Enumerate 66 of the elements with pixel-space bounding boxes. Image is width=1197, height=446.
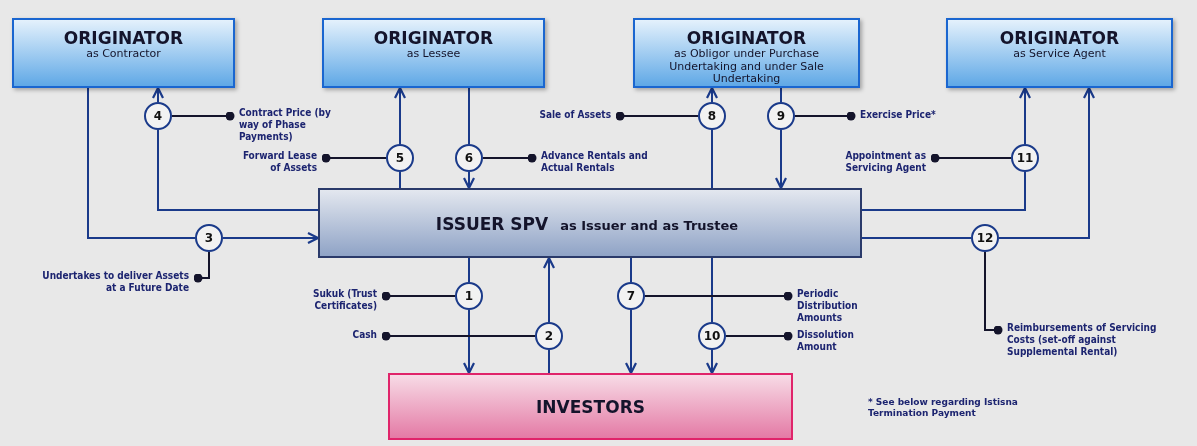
step-number-circle: 9: [767, 102, 795, 130]
investors-box: [388, 373, 793, 440]
step-number-circle: 11: [1011, 144, 1039, 172]
leader-line: [644, 291, 793, 301]
originator-box: [946, 18, 1173, 88]
flow-arrow: [998, 86, 1096, 239]
box-subtitle: as Lessee: [405, 48, 462, 61]
step-number-circle: 1: [455, 282, 483, 310]
flow-arrow: [462, 171, 476, 190]
flow-arrow: [393, 86, 407, 145]
originator-box: [633, 18, 860, 88]
box-heading: ORIGINATOR: [373, 28, 494, 48]
box-heading: ISSUER SPV: [435, 214, 549, 234]
leader-line: [171, 111, 235, 121]
flow-arrow: [774, 129, 788, 190]
leader-line: [615, 111, 699, 121]
step-number-circle: 8: [698, 102, 726, 130]
step-number-circle: 5: [386, 144, 414, 172]
box-heading: ORIGINATOR: [999, 28, 1120, 48]
flow-arrow: [624, 309, 638, 375]
leader-line: [725, 331, 793, 341]
step-number-circle: 7: [617, 282, 645, 310]
issuer-box: [318, 188, 862, 258]
originator-box: [322, 18, 545, 88]
box-subtitle: as Contractor: [85, 48, 162, 61]
leader-line: [794, 111, 856, 121]
box-subtitle: as Obligor under Purchase Undertaking and under Sale Undertaking: [668, 48, 825, 86]
leader-line: [321, 153, 387, 163]
step-number-circle: 12: [971, 224, 999, 252]
flow-label: Contract Price (by way of Phase Payments): [230, 107, 350, 145]
flow-label: Cash: [330, 329, 386, 343]
box-subtitle: as Service Agent: [1012, 48, 1107, 61]
flow-label: Appointment as Servicing Agent: [800, 150, 935, 176]
flow-label: Exercise Price*: [851, 109, 951, 123]
flow-label: Sukuk (Trust Certificates): [290, 288, 386, 314]
box-heading: INVESTORS: [536, 396, 645, 417]
flow-arrow: [705, 349, 719, 375]
flow-label: Periodic Distribution Amounts: [788, 288, 878, 326]
flow-label: Forward Lease of Assets: [240, 150, 326, 176]
step-number-circle: 6: [455, 144, 483, 172]
leader-line: [381, 331, 536, 341]
flow-arrow: [542, 256, 556, 323]
box-subtitle: as Issuer and as Trustee: [559, 219, 740, 234]
flow-arrow: [222, 231, 320, 245]
leader-line: [381, 291, 456, 301]
box-heading: ORIGINATOR: [63, 28, 184, 48]
flow-label: Dissolution Amount: [788, 329, 878, 355]
flow-arrow: [462, 309, 476, 375]
footnote: * See below regarding Istisna Termination Payment: [868, 397, 1019, 419]
flow-arrow: [705, 86, 719, 103]
flow-label: Advance Rentals and Actual Rentals: [532, 150, 662, 176]
leader-line: [193, 251, 210, 283]
step-number-circle: 4: [144, 102, 172, 130]
leader-line: [984, 251, 1003, 335]
step-number-circle: 3: [195, 224, 223, 252]
leader-line: [930, 153, 1012, 163]
originator-box: [12, 18, 235, 88]
step-number-circle: 2: [535, 322, 563, 350]
leader-line: [482, 153, 537, 163]
flow-arrow: [1018, 86, 1032, 145]
flow-label: Reimbursements of Servicing Costs (set-off against Supplemental Rental): [998, 322, 1168, 372]
flow-arrow: [151, 86, 165, 103]
box-heading: ORIGINATOR: [686, 28, 807, 48]
flow-label: Sale of Assets: [498, 109, 620, 123]
flow-label: Undertakes to deliver Assets at a Future Date: [30, 270, 198, 296]
step-number-circle: 10: [698, 322, 726, 350]
